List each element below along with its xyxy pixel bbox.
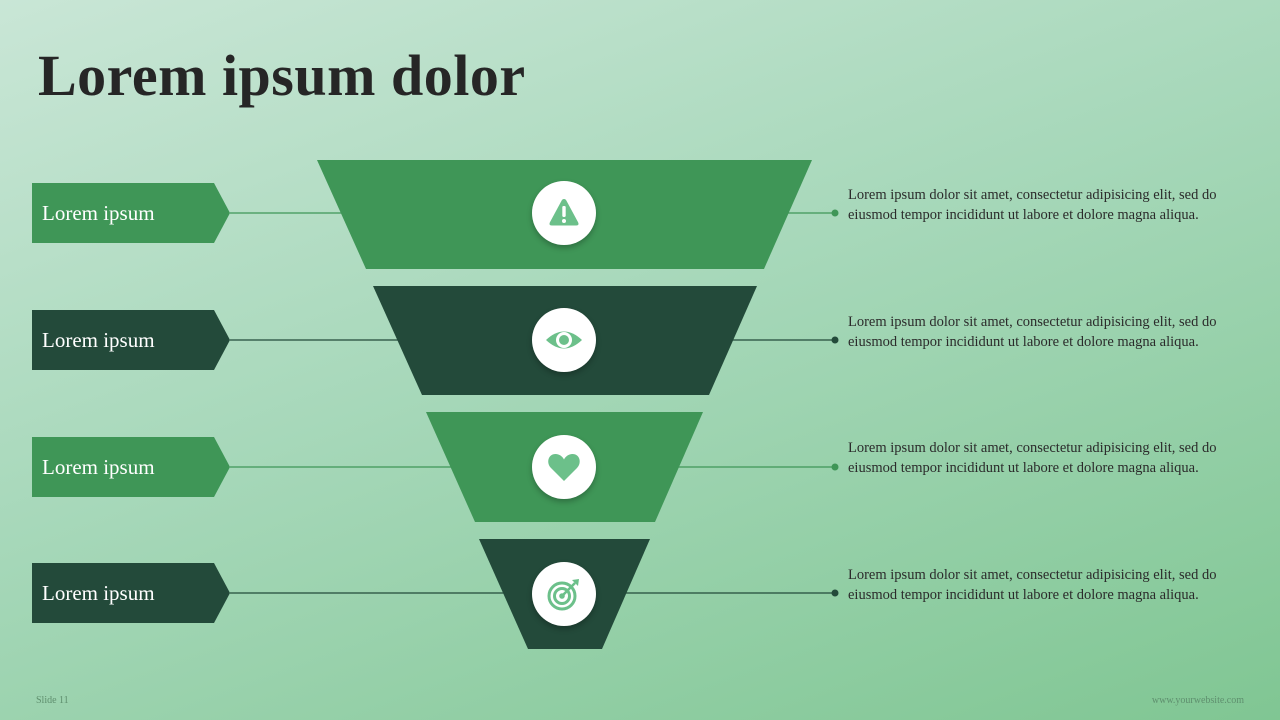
warning-icon (549, 199, 579, 226)
icon-circle-1 (532, 181, 596, 245)
funnel-label-1: Lorem ipsum (32, 183, 230, 243)
website-link[interactable]: www.yourwebsite.com (1151, 695, 1244, 706)
funnel-label-2: Lorem ipsum (32, 310, 230, 370)
connector-dot-1 (831, 209, 839, 217)
funnel-description-4: Lorem ipsum dolor sit amet, consectetur … (848, 567, 1217, 603)
funnel-label-3: Lorem ipsum (32, 437, 230, 497)
funnel-description-2: Lorem ipsum dolor sit amet, consectetur … (848, 314, 1217, 350)
funnel-label-4: Lorem ipsum (32, 563, 230, 623)
eye-icon (546, 331, 582, 349)
icon-circle-2 (532, 308, 596, 372)
connector-dot-4 (831, 589, 839, 597)
connector-dot-2 (831, 336, 839, 344)
slide-title: Lorem ipsum dolor (38, 43, 526, 108)
target-icon (547, 579, 579, 611)
icon-circle-4 (532, 562, 596, 626)
icon-circle-3 (532, 435, 596, 499)
connector-dot-3 (831, 463, 839, 471)
heart-icon (548, 454, 580, 481)
funnel-description-3: Lorem ipsum dolor sit amet, consectetur … (848, 440, 1217, 476)
funnel-description-1: Lorem ipsum dolor sit amet, consectetur … (848, 187, 1217, 223)
slide-number: Slide 11 (36, 695, 69, 706)
